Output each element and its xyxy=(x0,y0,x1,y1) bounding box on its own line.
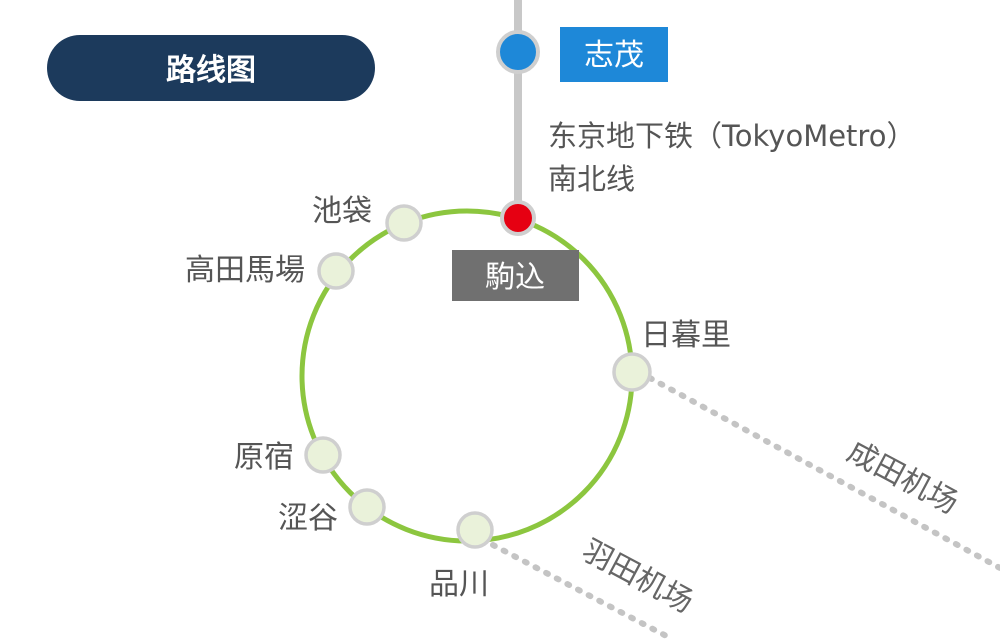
current-station-label-bg xyxy=(452,250,579,301)
title-badge: 路线图 xyxy=(47,35,375,101)
station-shinagawa-label: 品川 xyxy=(429,567,489,602)
station-ikebukuro-marker[interactable] xyxy=(385,204,423,242)
station-takadanobaba-label: 高田馬場 xyxy=(185,253,305,288)
metro-line-name-2: 南北线 xyxy=(548,162,635,196)
station-nippori-marker[interactable] xyxy=(612,352,652,392)
haneda-route xyxy=(490,542,675,639)
station-takadanobaba-marker[interactable] xyxy=(317,252,355,290)
title-badge-bg xyxy=(47,35,375,101)
station-nippori-label: 日暮里 xyxy=(641,318,731,353)
haneda-airport-label: 羽田机场 xyxy=(576,533,698,620)
current-station-marker[interactable] xyxy=(500,200,536,236)
terminal-label: 志茂 xyxy=(584,38,644,73)
terminal-label-bg xyxy=(560,27,668,82)
narita-airport-label: 成田机场 xyxy=(841,434,963,521)
current-station-label: 駒込 xyxy=(485,260,545,295)
station-harajuku-label: 原宿 xyxy=(234,440,294,475)
station-shibuya-label: 涩谷 xyxy=(278,501,338,536)
station-shibuya-marker[interactable] xyxy=(348,488,386,526)
title-text: 路线图 xyxy=(166,53,256,88)
metro-line-name-1: 东京地下铁（TokyoMetro） xyxy=(548,119,915,153)
station-ikebukuro-label: 池袋 xyxy=(312,194,372,229)
station-shinagawa-marker[interactable] xyxy=(456,511,494,549)
terminal-station-marker[interactable] xyxy=(496,30,540,74)
narita-route xyxy=(647,375,1000,571)
station-harajuku-marker[interactable] xyxy=(304,436,342,474)
